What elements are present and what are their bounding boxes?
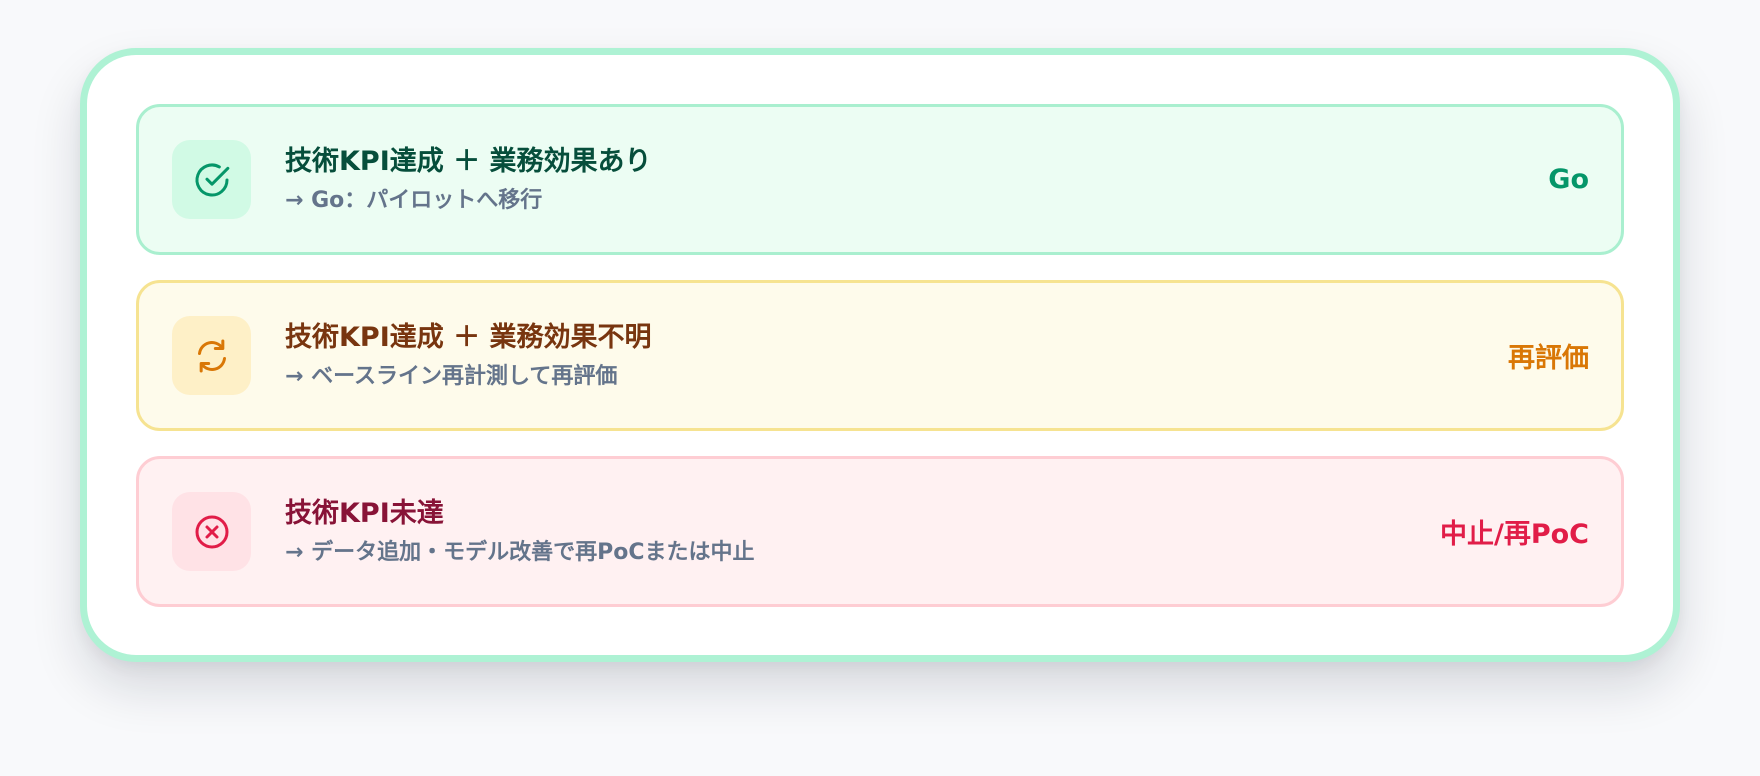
decision-row-reevaluate: 技術KPI達成 ＋ 業務効果不明 → ベースライン再計測して再評価 再評価 xyxy=(136,280,1624,431)
decision-row-go: 技術KPI達成 ＋ 業務効果あり → Go：パイロットへ移行 Go xyxy=(136,104,1624,255)
decision-description: → データ追加・モデル改善で再PoCまたは中止 xyxy=(285,540,755,565)
decision-title: 技術KPI達成 ＋ 業務効果不明 xyxy=(285,322,652,353)
decision-description: → Go：パイロットへ移行 xyxy=(285,188,543,213)
x-circle-icon xyxy=(172,492,251,571)
decision-verdict: 再評価 xyxy=(1508,343,1589,374)
decision-title: 技術KPI未達 xyxy=(285,498,444,529)
refresh-icon xyxy=(172,316,251,395)
decision-verdict: Go xyxy=(1548,164,1589,195)
decision-title: 技術KPI達成 ＋ 業務効果あり xyxy=(285,146,652,177)
decision-row-stop: 技術KPI未達 → データ追加・モデル改善で再PoCまたは中止 中止/再PoC xyxy=(136,456,1624,607)
decision-description: → ベースライン再計測して再評価 xyxy=(285,364,618,389)
decision-verdict: 中止/再PoC xyxy=(1439,519,1589,550)
check-circle-icon xyxy=(172,140,251,219)
